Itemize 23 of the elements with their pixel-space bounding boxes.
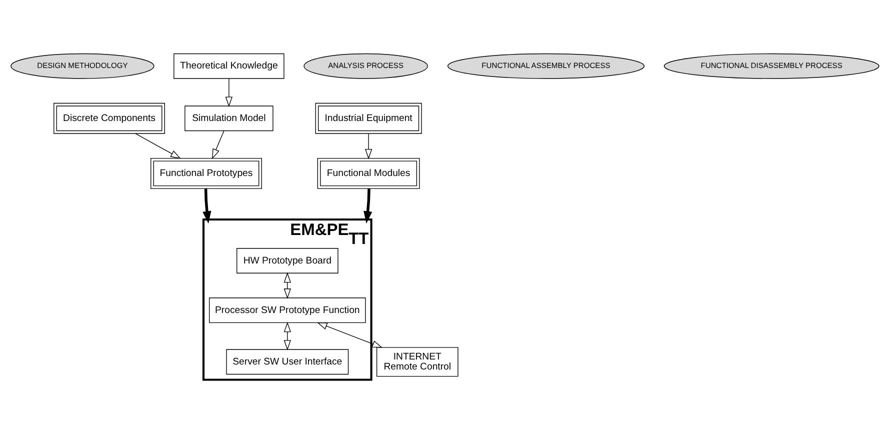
node-box: Discrete Components <box>54 102 165 134</box>
arrow <box>364 132 372 159</box>
arrow <box>284 321 292 350</box>
node-box: Functional Modules <box>317 157 420 188</box>
node-box: Server SW User Interface <box>226 348 349 374</box>
node-ellipse: FUNCTIONAL DISASSEMBLY PROCESS <box>664 52 880 78</box>
node-box: Industrial Equipment <box>315 102 422 134</box>
arrow <box>135 132 181 158</box>
node-ellipse: DESIGN METHODOLOGY <box>10 52 154 78</box>
node-box: Processor SW Prototype Function <box>209 297 366 323</box>
node-box: HW Prototype Board <box>236 248 338 273</box>
node-ellipse: ANALYSIS PROCESS <box>304 52 428 78</box>
arrow <box>284 272 292 298</box>
node-box: Functional Prototypes <box>150 157 262 188</box>
node-box: INTERNET Remote Control <box>376 346 458 376</box>
arrow <box>364 188 372 224</box>
arrow <box>316 322 383 348</box>
node-box: Simulation Model <box>184 105 274 131</box>
arrow <box>225 78 233 107</box>
arrow <box>202 188 212 224</box>
node-box: Theoretical Knowledge <box>174 52 284 78</box>
arrow <box>212 130 224 159</box>
node-ellipse: FUNCTIONAL ASSEMBLY PROCESS <box>447 52 645 78</box>
